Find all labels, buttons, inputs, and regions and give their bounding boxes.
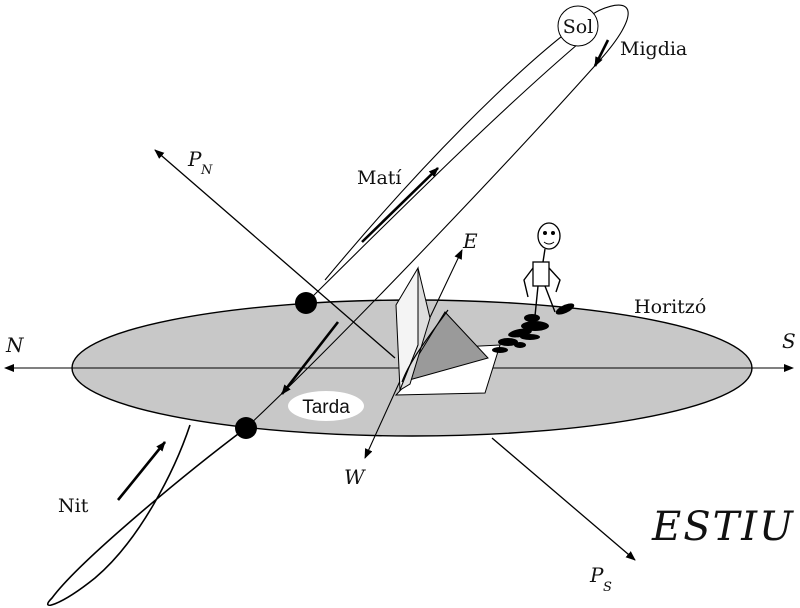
sun-label: Sol	[563, 16, 594, 38]
west-label: W	[344, 465, 366, 489]
person-shadow	[492, 321, 549, 353]
svg-text:P: P	[589, 563, 604, 587]
afternoon-label-bg	[288, 391, 364, 421]
east-label: E	[462, 229, 478, 253]
svg-text:P: P	[187, 147, 202, 171]
noon-label: Migdia	[620, 38, 687, 60]
polar-axis-north	[154, 149, 396, 359]
sunset-point	[235, 417, 257, 439]
night-arrow	[116, 441, 167, 501]
noon-arrow	[593, 39, 610, 67]
afternoon-arrow	[280, 321, 340, 395]
sundial-face-side	[398, 267, 431, 392]
sun-icon	[557, 5, 599, 47]
north-label: N	[5, 333, 25, 357]
person-figure	[523, 222, 575, 322]
polar-axis-south	[491, 437, 636, 561]
morning-label: Matí	[357, 167, 402, 189]
sun-orbit-night-arc	[46, 424, 247, 606]
pole-south-label: P S	[589, 563, 612, 595]
pole-north-label: P N	[187, 147, 213, 178]
svg-text:S: S	[603, 580, 612, 595]
season-title: ESTIU	[651, 504, 795, 550]
sunrise-point	[295, 292, 317, 314]
sundial-gnomon-shade	[400, 311, 489, 383]
sun-orbit-day-arc-upper	[305, 37, 586, 304]
morning-arrow	[361, 167, 439, 243]
sun-orbit-day-arc	[245, 4, 629, 429]
svg-text:N: N	[200, 163, 213, 178]
west-axis	[364, 369, 406, 459]
night-label: Nit	[58, 495, 89, 517]
horizon-label: Horitzó	[634, 296, 706, 318]
afternoon-label: Tarda	[302, 397, 350, 418]
sundial-curve	[401, 309, 449, 383]
south-label: S	[782, 329, 796, 353]
